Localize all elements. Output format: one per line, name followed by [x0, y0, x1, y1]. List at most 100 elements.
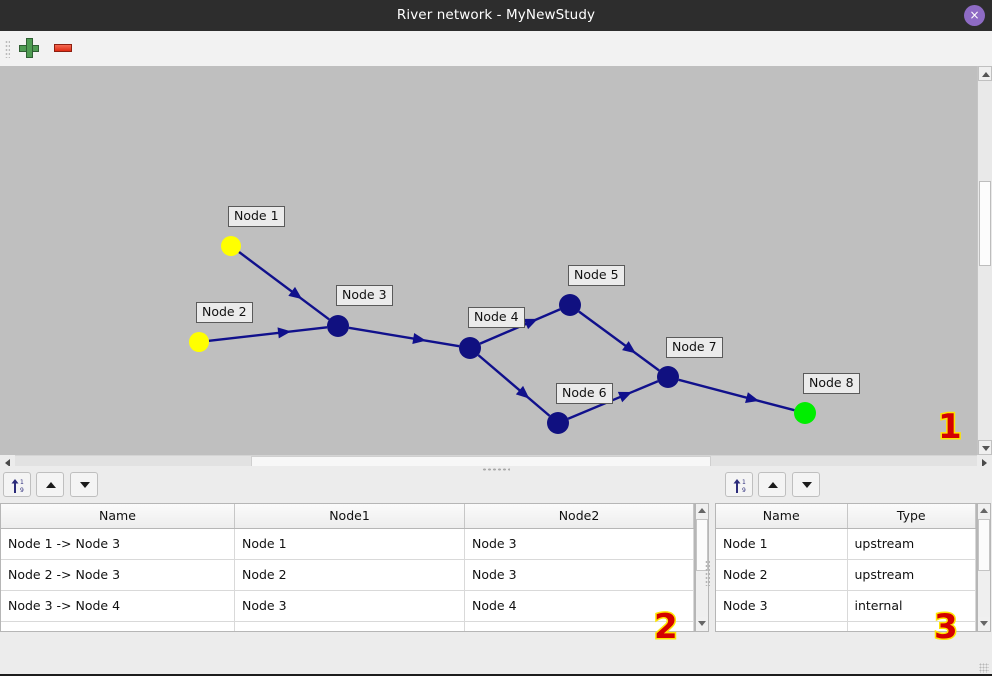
network-canvas[interactable]: Node 1 Node 2 Node 3 Node 4 Node 5 Node 6 Node…	[0, 66, 977, 455]
edge-arrowhead-icon	[288, 286, 303, 300]
svg-text:1: 1	[742, 479, 746, 486]
nodes-cell-name[interactable]: Node 1	[716, 529, 848, 559]
graph-node-node4[interactable]	[459, 337, 481, 359]
graph-node-node8[interactable]	[794, 402, 816, 424]
network-graph	[189, 236, 816, 434]
node-label-node7[interactable]: Node 7	[666, 337, 723, 358]
nodes-column-header-name[interactable]: Name	[716, 504, 848, 528]
toolbar-drag-handle[interactable]	[5, 40, 10, 58]
reaches-cell-name[interactable]: Node 3 -> Node 4	[1, 591, 235, 621]
horizontal-splitter[interactable]	[0, 466, 992, 472]
node-label-node1[interactable]: Node 1	[228, 206, 285, 227]
edge-Node4-to-Node6[interactable]	[477, 354, 551, 417]
reaches-cell-node2[interactable]: Node 3	[465, 560, 694, 590]
graph-node-node7[interactable]	[657, 366, 679, 388]
reaches-cell-node2[interactable]: Node 5	[465, 622, 694, 631]
graph-node-node5[interactable]	[559, 294, 581, 316]
table-row[interactable]: Node 4internal	[716, 622, 976, 631]
reaches-cell-node1[interactable]: Node 2	[235, 560, 465, 590]
scroll-down-arrow-icon[interactable]	[978, 440, 992, 455]
node-label-node3[interactable]: Node 3	[336, 285, 393, 306]
reaches-cell-node1[interactable]: Node 1	[235, 529, 465, 559]
reaches-column-header-node1[interactable]: Node1	[235, 504, 465, 528]
nodes-cell-type[interactable]: upstream	[848, 529, 976, 559]
arrow-down-icon	[802, 482, 812, 488]
arrow-down-icon	[80, 482, 90, 488]
nodes-vertical-scrollbar[interactable]	[977, 503, 991, 632]
nodes-cell-type[interactable]: upstream	[848, 560, 976, 590]
nodes-vscroll-thumb[interactable]	[978, 519, 990, 571]
reaches-cell-name[interactable]: Node 4 -> Node 5	[1, 622, 235, 631]
reaches-cell-node1[interactable]: Node 4	[235, 622, 465, 631]
reaches-column-header-name[interactable]: Name	[1, 504, 235, 528]
reaches-scroll-down-arrow-icon[interactable]	[696, 617, 708, 631]
reaches-cell-name[interactable]: Node 2 -> Node 3	[1, 560, 235, 590]
nodes-column-header-type[interactable]: Type	[848, 504, 976, 528]
edge-arrowhead-icon	[745, 392, 760, 404]
reaches-vscroll-thumb[interactable]	[696, 519, 708, 571]
window-title: River network - MyNewStudy	[396, 7, 596, 23]
graph-node-node3[interactable]	[327, 315, 349, 337]
reaches-scroll-up-arrow-icon[interactable]	[696, 504, 708, 518]
edge-arrowhead-icon	[523, 318, 538, 330]
reaches-cell-node2[interactable]: Node 3	[465, 529, 694, 559]
nodes-cell-name[interactable]: Node 3	[716, 591, 848, 621]
reaches-cell-node1[interactable]: Node 3	[235, 591, 465, 621]
nodes-cell-type[interactable]: internal	[848, 591, 976, 621]
edge-Node5-to-Node7[interactable]	[578, 310, 660, 372]
edge-Node3-to-Node4[interactable]	[348, 326, 460, 348]
nodes-cell-name[interactable]: Node 2	[716, 560, 848, 590]
reaches-column-header-node2[interactable]: Node2	[465, 504, 694, 528]
add-node-button[interactable]	[18, 37, 42, 61]
panes-splitter-handle[interactable]	[705, 560, 710, 586]
edge-arrowhead-icon	[622, 341, 636, 354]
nodes-move-up-button[interactable]	[758, 472, 786, 497]
window-bottom-edge	[0, 674, 992, 676]
nodes-scroll-up-arrow-icon[interactable]	[978, 504, 990, 518]
edge-Node7-to-Node8[interactable]	[678, 378, 795, 412]
close-icon[interactable]: ×	[964, 5, 985, 26]
reaches-sort-button[interactable]: 1 9	[3, 472, 31, 497]
reaches-cell-node2[interactable]: Node 4	[465, 591, 694, 621]
canvas-vertical-scrollbar[interactable]	[977, 66, 992, 455]
add-plus-icon	[18, 37, 40, 59]
reaches-move-down-button[interactable]	[70, 472, 98, 497]
scroll-up-arrow-icon[interactable]	[978, 66, 992, 81]
node-label-node4[interactable]: Node 4	[468, 307, 525, 328]
node-label-node5[interactable]: Node 5	[568, 265, 625, 286]
annotation-marker-2: 2	[653, 607, 680, 647]
resize-grip[interactable]	[979, 663, 989, 673]
edge-Node6-to-Node7[interactable]	[567, 380, 659, 420]
reaches-cell-name[interactable]: Node 1 -> Node 3	[1, 529, 235, 559]
graph-node-node2[interactable]	[189, 332, 209, 352]
nodes-cell-type[interactable]: internal	[848, 622, 976, 631]
node-label-node8[interactable]: Node 8	[803, 373, 860, 394]
nodes-scroll-down-arrow-icon[interactable]	[978, 617, 990, 631]
graph-node-node1[interactable]	[221, 236, 241, 256]
diagram-area: Node 1 Node 2 Node 3 Node 4 Node 5 Node 6 Node…	[0, 66, 992, 455]
nodes-cell-name[interactable]: Node 4	[716, 622, 848, 631]
edge-Node2-to-Node3[interactable]	[208, 326, 328, 343]
reaches-move-up-button[interactable]	[36, 472, 64, 497]
node-label-node2[interactable]: Node 2	[196, 302, 253, 323]
node-label-node6[interactable]: Node 6	[556, 383, 613, 404]
graph-node-node6[interactable]	[547, 412, 569, 434]
edge-Node1-to-Node3[interactable]	[238, 251, 330, 321]
delete-node-button[interactable]	[52, 37, 76, 61]
nodes-sort-button[interactable]: 1 9	[725, 472, 753, 497]
nodes-move-down-button[interactable]	[792, 472, 820, 497]
sort-arrow-icon: 1 9	[733, 479, 746, 494]
canvas-vscroll-thumb[interactable]	[979, 181, 991, 266]
